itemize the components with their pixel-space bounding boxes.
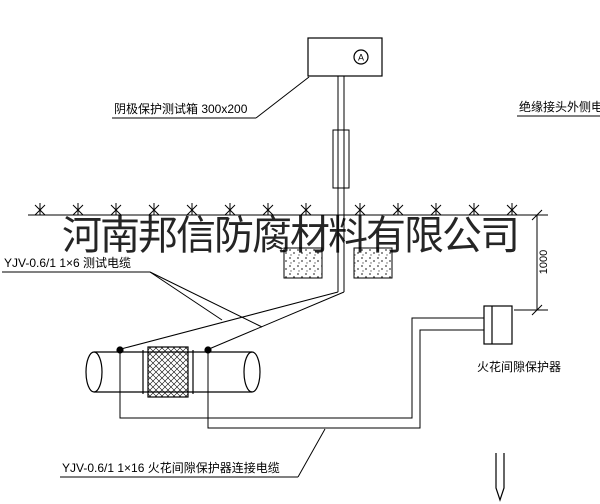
foundation-blocks <box>283 247 393 279</box>
spark-gap-protector <box>483 305 513 345</box>
protector-label: 火花间隙保护器 <box>477 359 561 374</box>
foundation-block-left <box>283 247 323 279</box>
dimension-text: 1000 <box>538 250 550 274</box>
protector-cable-label: YJV-0.6/1 1×16 火花间隙保护器连接电缆 <box>62 460 280 475</box>
ammeter-symbol <box>353 49 369 65</box>
foundation-block-right <box>353 247 393 279</box>
cable-weld-point-left <box>116 346 124 354</box>
protector-cable-leader <box>60 428 326 478</box>
watermark: 河南邦信防腐材料有限公司 <box>62 213 518 258</box>
dimension-1000 <box>514 209 548 316</box>
cable-weld-point-right <box>204 346 212 354</box>
conduit-casing <box>332 129 350 189</box>
ground-electrode-symbol <box>495 453 505 502</box>
test-cables <box>120 291 345 350</box>
pipe-right-cap <box>243 351 261 393</box>
outer-cable-label: 绝缘接头外侧电缆 <box>519 99 600 114</box>
pipe-left-cap <box>85 351 103 393</box>
protector-cables <box>119 317 484 429</box>
ammeter-letter: A <box>358 53 364 63</box>
test-box <box>307 37 383 77</box>
insulating-joint <box>147 346 189 398</box>
riser-conduit <box>332 76 350 292</box>
test-box-leader <box>112 76 310 119</box>
pipeline <box>85 346 261 398</box>
test-cable-label: YJV-0.6/1 1×6 测试电缆 <box>4 255 131 270</box>
test-cable-leader <box>2 271 263 328</box>
test-box-label: 阴极保护测试箱 300x200 <box>114 101 248 116</box>
